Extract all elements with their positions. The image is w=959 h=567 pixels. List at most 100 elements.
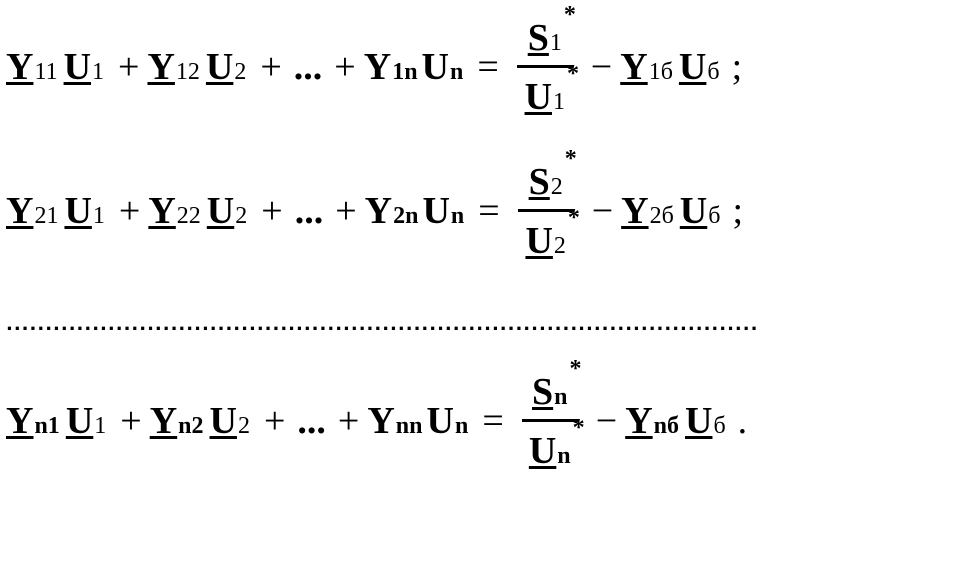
minus-operator: − — [595, 400, 618, 442]
admittance-subscript: 1n — [392, 59, 418, 85]
voltage-subscript: 2 — [234, 59, 247, 85]
voltage-symbol: U — [678, 46, 707, 88]
voltage-subscript: б — [708, 203, 721, 229]
admittance-symbol: Y — [149, 400, 178, 442]
admittance-subscript: nб — [653, 413, 679, 439]
plus-operator: + — [118, 190, 141, 232]
admittance-symbol: Y — [147, 46, 175, 88]
equals-sign: = — [482, 400, 504, 442]
ellipsis: ... — [293, 46, 323, 88]
voltage-subscript: n — [454, 413, 469, 439]
admittance-subscript: nn — [395, 413, 423, 439]
plus-operator: + — [337, 400, 360, 442]
semicolon: ; — [732, 190, 744, 232]
fraction-bar — [521, 418, 578, 422]
period: . — [737, 400, 748, 442]
conjugate-star: * — [564, 145, 577, 172]
admittance-symbol: Y — [6, 46, 34, 88]
voltage-symbol: U — [421, 46, 449, 88]
plus-operator: + — [261, 190, 283, 232]
voltage-symbol: U — [64, 190, 92, 232]
voltage-subscript: n — [450, 203, 465, 229]
equals-sign: = — [478, 190, 500, 232]
ellipsis: ... — [294, 190, 324, 232]
admittance-symbol: Y — [621, 190, 649, 232]
voltage-symbol: U — [63, 46, 92, 88]
voltage-subscript: 2 — [235, 203, 248, 229]
conjugate-star: * — [567, 204, 580, 231]
voltage-subscript: 2 — [237, 413, 250, 439]
admittance-subscript: n2 — [178, 413, 204, 439]
voltage-symbol: U — [426, 400, 454, 442]
admittance-subscript: 2б — [649, 203, 674, 229]
semicolon: ; — [731, 46, 743, 88]
voltage-subscript: б — [713, 413, 726, 439]
admittance-symbol: Y — [6, 400, 34, 442]
admittance-symbol: Y — [620, 46, 648, 88]
dotted-separator: ........................................… — [6, 316, 759, 334]
power-subscript: 2 — [550, 173, 563, 200]
plus-operator: + — [335, 190, 357, 232]
voltage-symbol: U — [422, 190, 450, 232]
admittance-symbol: Y — [625, 400, 653, 442]
power-subscript: 1 — [549, 29, 562, 56]
admittance-subscript: 12 — [175, 59, 200, 85]
voltage-symbol: U — [65, 400, 94, 442]
voltage-symbol: U — [685, 400, 713, 442]
voltage-subscript: 1 — [92, 59, 105, 85]
conjugate-star: * — [563, 1, 576, 28]
voltage-subscript: б — [707, 59, 720, 85]
voltage-subscript: 1 — [92, 203, 105, 229]
minus-operator: − — [591, 190, 614, 232]
voltage-symbol: U — [524, 75, 553, 118]
voltage-subscript: 1 — [553, 88, 566, 115]
power-symbol: S — [528, 160, 550, 203]
plus-operator: + — [118, 46, 140, 88]
voltage-subscript: 2 — [553, 232, 566, 259]
voltage-symbol: U — [206, 190, 235, 232]
admittance-symbol: Y — [364, 190, 393, 232]
voltage-symbol: U — [525, 219, 553, 262]
equals-sign: = — [477, 46, 499, 88]
power-symbol: S — [532, 370, 554, 413]
conjugate-star: * — [569, 355, 582, 382]
admittance-subscript: 2n — [393, 203, 419, 229]
voltage-symbol: U — [209, 400, 237, 442]
voltage-subscript: n — [450, 59, 464, 85]
voltage-symbol: U — [205, 46, 234, 88]
plus-operator: + — [263, 400, 286, 442]
admittance-subscript: 22 — [176, 203, 201, 229]
plus-operator: + — [334, 46, 356, 88]
power-subscript: n — [554, 383, 568, 410]
admittance-symbol: Y — [148, 190, 176, 232]
fraction-bar — [516, 64, 573, 68]
plus-operator: + — [120, 400, 142, 442]
fraction-bar — [517, 208, 574, 212]
